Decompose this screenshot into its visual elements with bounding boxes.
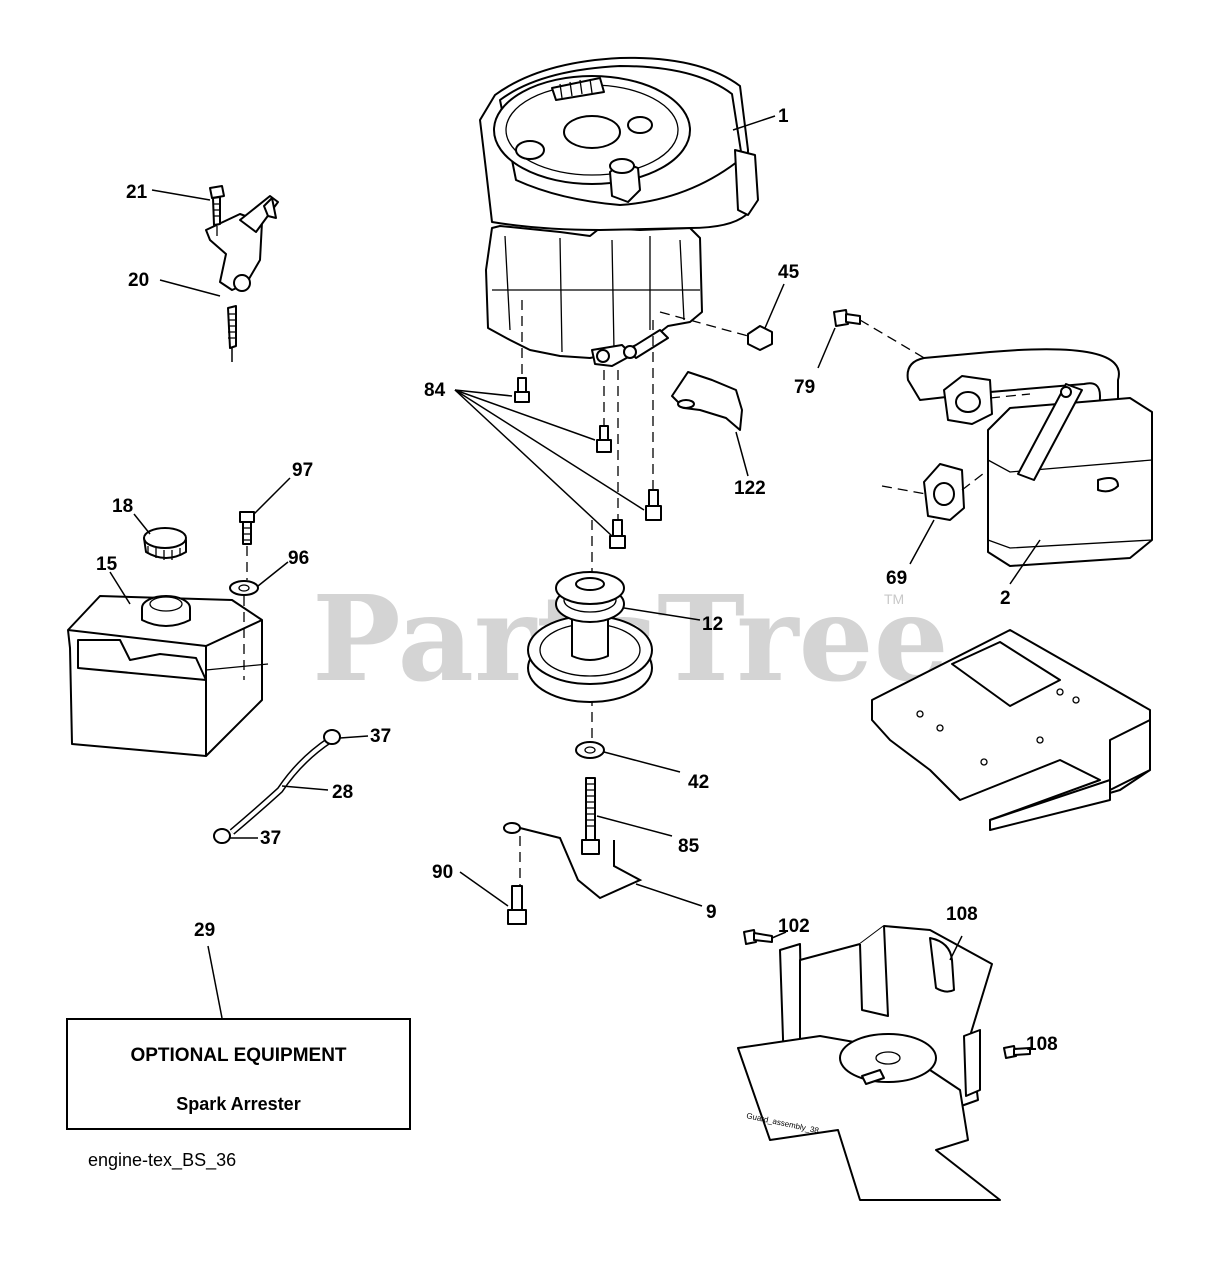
- muffler: [906, 348, 1153, 567]
- heat-shield: [671, 371, 743, 431]
- callout-29: 29: [194, 920, 215, 941]
- callout-90: 90: [432, 862, 453, 883]
- callout-1: 1: [778, 106, 789, 127]
- callout-37-top: 37: [370, 726, 391, 747]
- nut: [659, 311, 773, 351]
- guard-assembly: Guard_assembly_38: [737, 925, 1001, 1201]
- callout-15: 15: [96, 554, 118, 575]
- callout-69: 69: [886, 568, 907, 589]
- throttle-control: [205, 185, 279, 362]
- fuel-tank: [67, 595, 269, 757]
- fuel-line: [213, 729, 341, 844]
- callout-45: 45: [778, 262, 800, 283]
- tank-washer: [229, 580, 259, 680]
- callout-96: 96: [288, 548, 309, 569]
- bracket-bolt: [507, 885, 527, 925]
- callout-102-top: 102: [778, 916, 810, 937]
- exhaust-gasket: [881, 463, 989, 521]
- callout-2: 2: [1000, 588, 1011, 609]
- callout-42: 42: [688, 772, 709, 793]
- fuel-cap: [143, 527, 187, 560]
- optional-equipment-title: OPTIONAL EQUIPMENT: [130, 1045, 347, 1066]
- optional-equipment-item: Spark Arrester: [176, 1094, 301, 1114]
- callout-37-bottom: 37: [260, 828, 281, 849]
- callout-20: 20: [128, 270, 149, 291]
- pulley-bolt: [581, 777, 600, 855]
- diagram-id: engine-tex_BS_36: [88, 1150, 237, 1170]
- engine-mounting-plate: [871, 629, 1151, 831]
- belt-guide-bracket: [503, 822, 643, 900]
- engine-mounting-bolts: [514, 300, 662, 549]
- guard-bolt-left: [743, 929, 773, 945]
- callout-21: 21: [126, 182, 148, 203]
- pulley-washer: [575, 741, 605, 759]
- callout-18: 18: [112, 496, 133, 517]
- guard-bolt-right: [1003, 1045, 1031, 1059]
- callout-97: 97: [292, 460, 313, 481]
- engine-pulley: [527, 520, 653, 760]
- callout-9: 9: [706, 902, 717, 923]
- callout-28: 28: [332, 782, 353, 803]
- callout-85: 85: [678, 836, 700, 857]
- callout-79: 79: [794, 377, 815, 398]
- callout-84: 84: [424, 380, 446, 401]
- watermark-trademark: TM: [884, 591, 904, 607]
- optional-equipment-box: OPTIONAL EQUIPMENT Spark Arrester: [66, 1018, 411, 1130]
- engine: [479, 56, 759, 367]
- tank-screw: [239, 511, 255, 580]
- callout-102-right: 108: [1026, 1034, 1058, 1055]
- callout-12: 12: [702, 614, 723, 635]
- callout-108: 108: [946, 904, 978, 925]
- callout-122: 122: [734, 478, 766, 499]
